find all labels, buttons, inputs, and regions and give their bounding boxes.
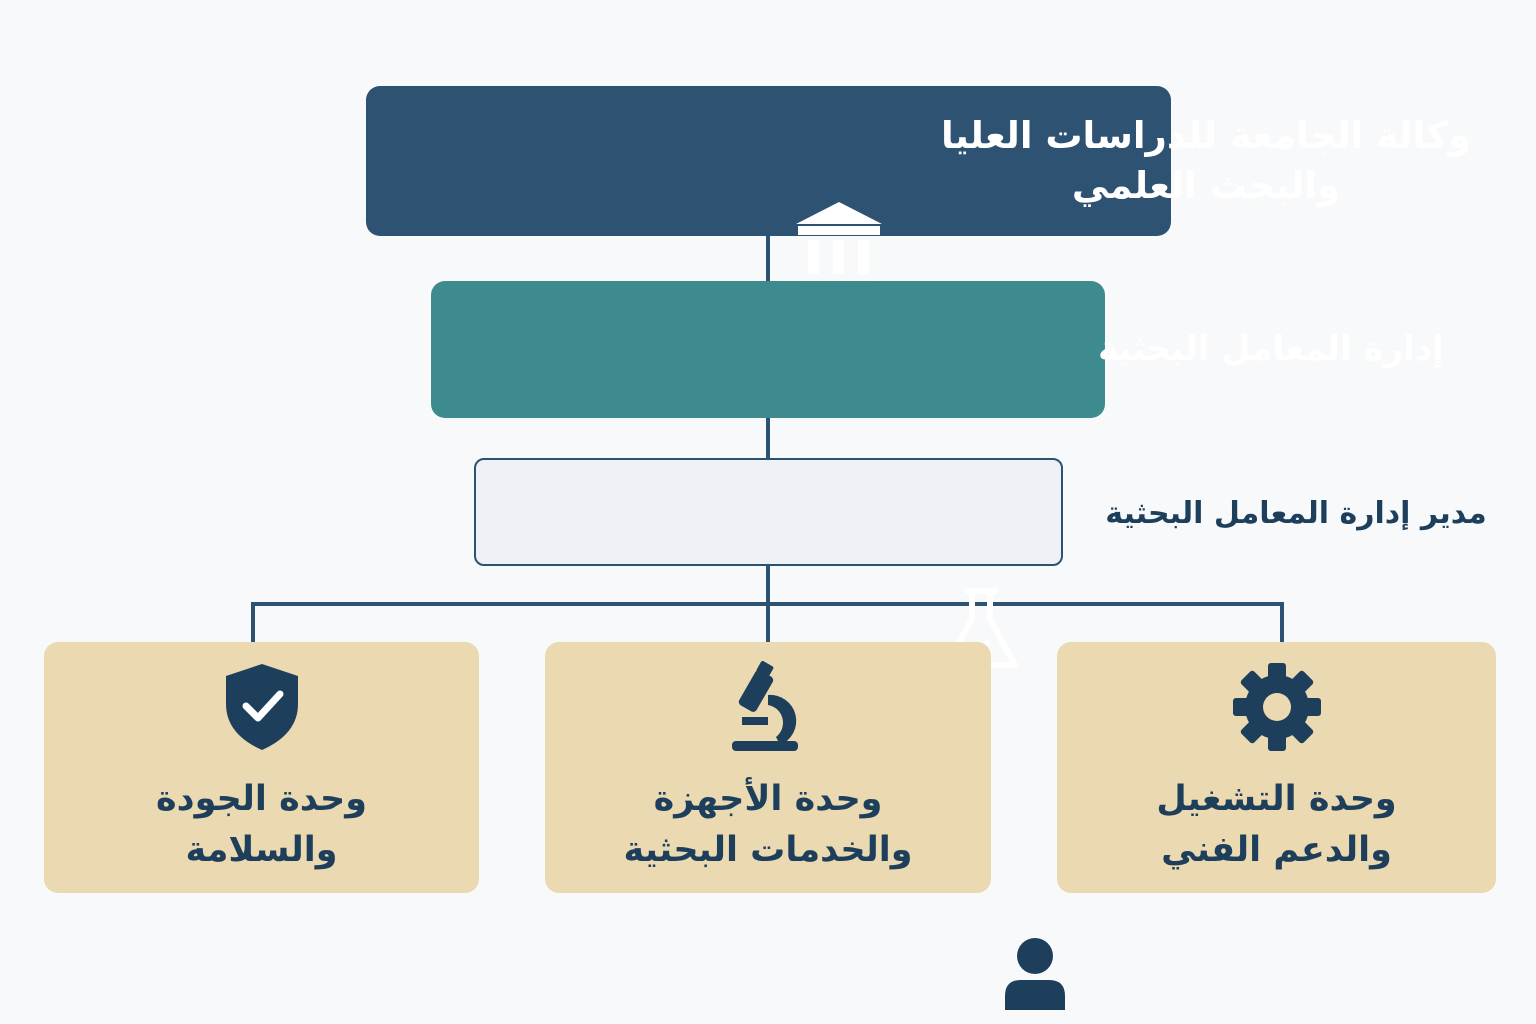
person-icon [1003, 936, 1067, 1014]
vice-rectorate-node: وكالة الجامعة للدراسات العليا والبحث الع… [366, 86, 1471, 290]
shield-check-icon [222, 662, 302, 752]
unit-operation-support: وحدة التشغيل والدعم الفني [1057, 642, 1496, 893]
unit-equipment-label: وحدة الأجهزة والخدمات البحثية [623, 779, 913, 870]
unit-quality-safety: وحدة الجودة والسلامة [44, 642, 479, 893]
unit-equipment-services: وحدة الأجهزة والخدمات البحثية [545, 642, 991, 893]
unit-operation-label: وحدة التشغيل والدعم الفني [1156, 779, 1397, 870]
labs-manager-label: مدير إدارة المعامل البحثية [1105, 495, 1487, 531]
labs-department-node: إدارة المعامل البحثية [431, 281, 1444, 668]
gear-icon [1231, 662, 1323, 752]
labs-manager-node: مدير إدارة المعامل البحثية [474, 458, 1487, 1010]
vice-rectorate-label: وكالة الجامعة للدراسات العليا والبحث الع… [940, 114, 1472, 207]
unit-quality-label: وحدة الجودة والسلامة [156, 779, 367, 870]
microscope-icon [728, 661, 808, 752]
labs-department-label: إدارة المعامل البحثية [1098, 328, 1444, 369]
